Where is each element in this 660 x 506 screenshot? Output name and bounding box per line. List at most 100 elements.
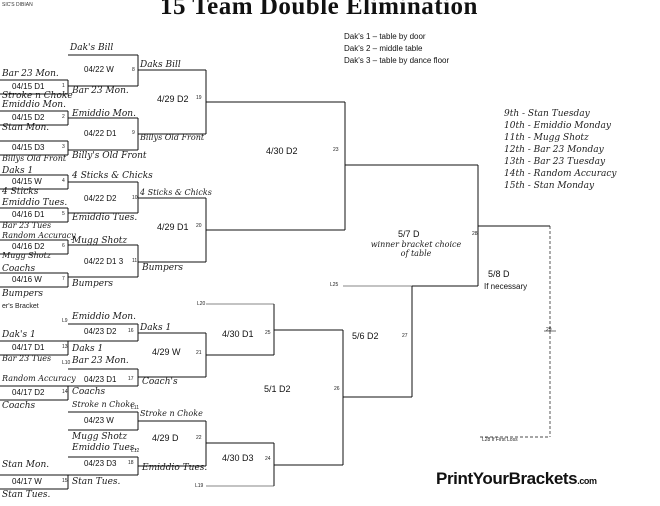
team-name: Bar 23 Mon. — [72, 356, 129, 366]
team-name: Mugg Shotz — [2, 251, 52, 260]
game-slot: 04/17 W — [12, 477, 42, 486]
team-name: Bumpers — [142, 263, 183, 273]
game-number: 4 — [62, 178, 65, 184]
game-number: 28 — [472, 231, 478, 237]
team-name: Bar 23 Tues — [2, 354, 52, 363]
team-name: Bumpers — [2, 289, 43, 299]
game-slot: 04/15 D3 — [12, 143, 45, 152]
team-name: 4 Sticks — [2, 187, 39, 197]
drop-label: L19 — [195, 483, 204, 489]
game-number: 17 — [128, 376, 134, 382]
game-number: 1 — [62, 83, 65, 89]
game-number: 27 — [402, 333, 408, 339]
team-name: Mugg Shotz — [72, 236, 128, 246]
game-slot: 04/17 D2 — [12, 388, 45, 397]
team-name: Stan Tues. — [2, 490, 51, 500]
game-number: 21 — [196, 350, 202, 356]
drop-label: L11 — [131, 405, 139, 411]
team-name: Emiddio Mon. — [72, 109, 136, 119]
page-title: 15 Team Double Elimination — [160, 0, 478, 20]
legend-item-daks-1: Dak's 1 – table by door — [344, 32, 426, 41]
game-slot: 5/6 D2 — [352, 331, 379, 341]
team-name: Coachs — [2, 401, 36, 411]
game-number: 24 — [265, 456, 271, 462]
drop-label: L25 — [330, 282, 339, 288]
game-number: 2 — [62, 114, 65, 120]
team-name: Stroke n Choke — [72, 400, 135, 409]
game-number: 9 — [132, 130, 135, 136]
game-number: 18 — [128, 460, 134, 466]
game-number: 6 — [62, 243, 65, 249]
team-name: Bumpers — [72, 279, 113, 289]
game-number: 20 — [196, 223, 202, 229]
game-slot: 04/23 D2 — [84, 327, 117, 336]
team-name: Random Accuracy — [2, 231, 76, 240]
team-name: Bar 23 Tues — [2, 221, 52, 230]
finish-14th: 14th - Random Accuracy — [504, 169, 617, 179]
game-slot: 04/22 D2 — [84, 194, 117, 203]
team-name: Bar 23 Mon. — [72, 86, 129, 96]
game-number: 15 — [62, 478, 68, 484]
game-number: 26 — [334, 386, 340, 392]
finish-9th: 9th - Stan Tuesday — [504, 109, 590, 119]
game-slot: 5/8 D — [488, 269, 510, 279]
game-slot: 4/30 D3 — [222, 453, 254, 463]
team-name: Emiddio Mon. — [72, 312, 136, 322]
game-slot: 4/29 D2 — [157, 94, 189, 104]
finish-12th: 12th - Bar 23 Monday — [504, 145, 604, 155]
team-name: Daks 1 — [2, 166, 34, 176]
team-name: Emiddio Tues. — [72, 443, 138, 453]
team-name: Dak's 1 — [2, 330, 36, 340]
drop-label: L12 — [131, 448, 140, 454]
team-name: Stroke n Choke — [140, 409, 203, 418]
team-name: Stan Mon. — [2, 460, 50, 470]
game-slot: 04/22 D1 — [84, 129, 117, 138]
team-name: Daks Bill — [140, 60, 181, 70]
team-name: Stan Tues. — [72, 477, 121, 487]
finish-10th: 10th - Emiddio Monday — [504, 121, 611, 131]
finish-15th: 15th - Stan Monday — [504, 181, 595, 191]
game-number: 10 — [132, 195, 138, 201]
game-slot: 4/29 D — [152, 433, 179, 443]
drop-label: L28 If First Loss — [482, 437, 518, 443]
top-left-label: SIC'S DIBIAN — [2, 2, 33, 8]
legend-item-daks-2: Dak's 2 – middle table — [344, 44, 423, 53]
game-number: 3 — [62, 144, 65, 150]
team-name: 4 Sticks & Chicks — [140, 188, 212, 197]
game-slot: 04/16 W — [12, 275, 42, 284]
game-number: 22 — [196, 435, 202, 441]
game-number: 23 — [333, 147, 339, 153]
team-name: Stroke n Choke — [2, 91, 73, 101]
team-name: Coach's — [142, 377, 178, 387]
game-number: 11 — [132, 258, 138, 264]
game-slot: 4/29 W — [152, 347, 181, 357]
game-slot: 4/30 D1 — [222, 329, 254, 339]
drop-label: L10 — [62, 360, 71, 366]
game-slot: 5/7 D — [398, 229, 420, 239]
game-number: 7 — [62, 276, 65, 282]
team-name: Emiddio Tues. — [2, 198, 68, 208]
team-name: Billy's Old Front — [72, 151, 147, 161]
game-slot: 04/22 D1 3 — [84, 257, 124, 266]
drop-label: L9 — [62, 318, 68, 324]
finish-11th: 11th - Mugg Shotz — [504, 133, 589, 143]
game-slot: 04/15 D2 — [12, 113, 45, 122]
brand-logo: PrintYourBrackets.com — [436, 469, 597, 488]
game-number: 19 — [196, 95, 202, 101]
game-number: 29 — [546, 327, 552, 333]
game-number: 16 — [128, 328, 134, 334]
team-name: Billys Old Front — [140, 133, 205, 142]
team-name: Random Accuracy — [2, 374, 76, 383]
team-name: Emiddio Mon. — [2, 100, 66, 110]
game-slot: 4/29 D1 — [157, 222, 189, 232]
game-slot: 5/1 D2 — [264, 384, 291, 394]
game-slot: 04/17 D1 — [12, 343, 45, 352]
game-number: 8 — [132, 67, 135, 73]
if-necessary-note: If necessary — [484, 282, 528, 291]
game-slot: 04/15 D1 — [12, 82, 45, 91]
game-slot: 4/30 D2 — [266, 146, 298, 156]
game-slot: 04/23 D3 — [84, 459, 117, 468]
team-name: Stan Mon. — [2, 123, 50, 133]
game-number: 5 — [62, 211, 65, 217]
